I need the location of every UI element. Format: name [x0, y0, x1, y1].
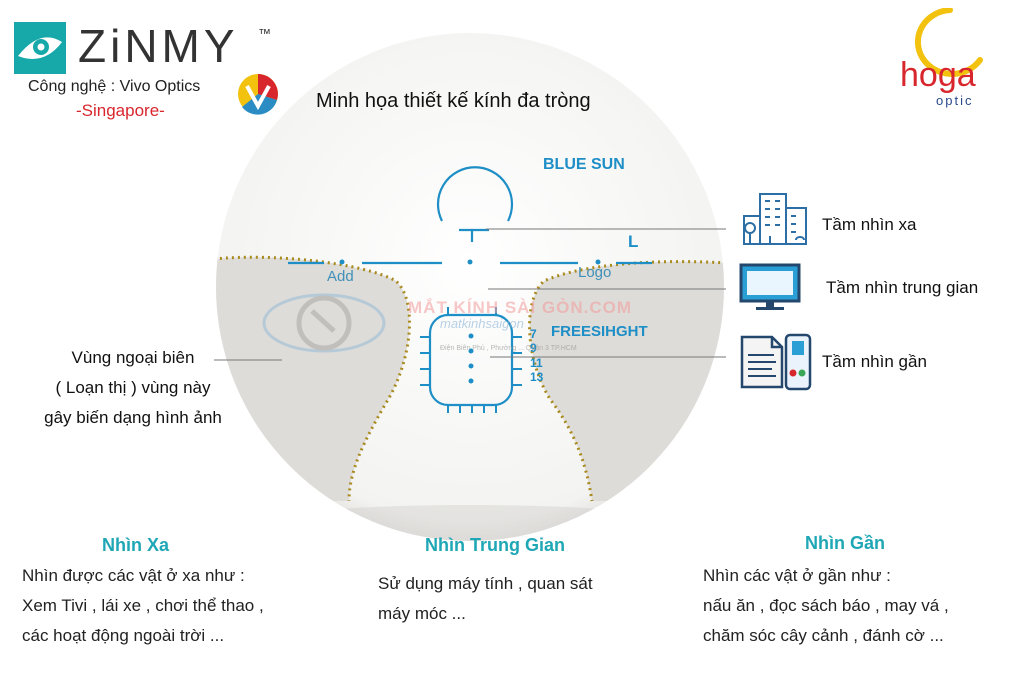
diagram-title: Minh họa thiết kế kính đa tròng: [316, 90, 591, 112]
zinmy-eye-logo-icon: [14, 22, 66, 74]
zone-number: 11: [530, 356, 543, 370]
near-zone-ticks: [420, 307, 522, 413]
legend-near-label: Tầm nhìn gần: [822, 352, 927, 371]
distance-reference-arc: [436, 166, 514, 222]
watermark-address: Điện Biên Phủ , Phường ... Quận 3 TP.HCM: [440, 345, 577, 352]
peripheral-note-line2: ( Loạn thị ) vùng này: [55, 378, 211, 397]
peripheral-note-line1: Vùng ngoại biên: [71, 348, 195, 367]
brand-trademark: ™: [258, 26, 271, 41]
logo-label: Logo: [578, 264, 612, 281]
right-boundary-line: [528, 260, 724, 502]
text-line: Sử dụng máy tính , quan sát: [378, 574, 593, 593]
computer-monitor-icon: [739, 263, 801, 310]
text-line: máy móc ...: [378, 604, 466, 623]
vivo-optics-logo-icon: [238, 74, 278, 115]
legend-far-label: Tầm nhìn xa: [822, 215, 917, 234]
left-boundary-line: [216, 255, 411, 502]
zone-number: 13: [530, 370, 544, 384]
far-vision-title: Nhìn Xa: [102, 535, 170, 555]
intermediate-vision-title: Nhìn Trung Gian: [425, 535, 565, 555]
text-line: các hoạt động ngoài trời ...: [22, 626, 225, 645]
text-line: chăm sóc cây cảnh , đánh cờ ...: [703, 626, 944, 645]
watermark-text: MẮT KÍNH SÀI GÒN.COM: [408, 298, 632, 317]
brand-name: ZiNMY: [78, 20, 239, 72]
legend-intermediate-label: Tầm nhìn trung gian: [826, 278, 979, 297]
prism-reference-dot: [467, 259, 473, 265]
hoga-optic-logo: hoga optic: [900, 8, 983, 108]
text-line: nấu ăn , đọc sách báo , may vá ,: [703, 596, 949, 615]
intermediate-vision-text: Sử dụng máy tính , quan sát máy móc ...: [378, 571, 668, 627]
text-line: Nhìn các vật ở gần như :: [703, 566, 891, 585]
add-label: Add: [327, 268, 354, 285]
zone-number: 9: [530, 341, 537, 355]
city-buildings-icon: [743, 193, 807, 245]
brand-origin: -Singapore-: [76, 101, 165, 120]
far-vision-text: Nhìn được các vật ở xa như : Xem Tivi , …: [22, 563, 322, 649]
engraving-dot-right: [595, 259, 601, 265]
near-vision-title: Nhìn Gần: [805, 533, 885, 553]
near-vision-text: Nhìn các vật ở gần như : nấu ăn , đọc sá…: [703, 563, 1013, 649]
progressive-lens-diagram: [214, 33, 726, 541]
watermark-subtext: matkinhsaigon: [440, 316, 524, 331]
blue-sun-label: BLUE SUN: [543, 156, 625, 173]
peripheral-note-line3: gây biến dạng hình ảnh: [44, 408, 222, 427]
freesight-label: FREESIHGHT: [551, 323, 648, 340]
hoga-subtitle: optic: [936, 93, 973, 108]
engraving-dot-left: [339, 259, 345, 265]
text-line: Xem Tivi , lái xe , chơi thể thao ,: [22, 596, 264, 615]
watermark-emblem: [262, 293, 386, 353]
lens-side-label: L: [628, 232, 639, 251]
near-zone-center-dots: [468, 333, 474, 384]
text-line: Nhìn được các vật ở xa như :: [22, 566, 245, 585]
hoga-wordmark: hoga: [900, 56, 976, 94]
document-phone-icon: [740, 333, 812, 391]
brand-technology: Công nghệ : Vivo Optics: [28, 78, 201, 95]
zone-number: 7: [530, 327, 537, 341]
